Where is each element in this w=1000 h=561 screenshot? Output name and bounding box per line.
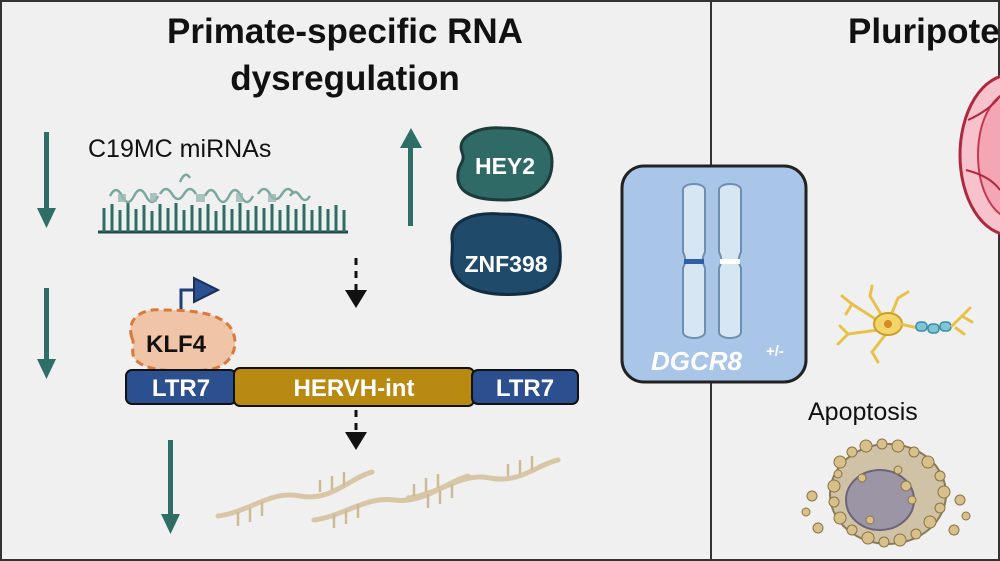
- chromosome-icon: [682, 183, 742, 339]
- teal-down-arrow-icon: [37, 288, 56, 379]
- teal-down-arrow-icon: [161, 440, 180, 534]
- klf4-protein-icon: KLF4: [129, 308, 237, 373]
- ltr7-right-box: LTR7: [471, 369, 579, 405]
- ltr7-right-label: LTR7: [496, 375, 554, 402]
- klf4-label: KLF4: [146, 331, 207, 358]
- teal-down-arrow-icon: [37, 132, 56, 228]
- hervh-int-box: HERVH-int: [233, 367, 475, 407]
- hervh-int-label: HERVH-int: [294, 375, 415, 402]
- znf398-label: ZNF398: [464, 251, 547, 277]
- dashed-down-arrow-icon: [345, 258, 367, 308]
- right-title: Pluripote: [848, 12, 1000, 51]
- neuron-icon: [836, 284, 974, 364]
- ltr7-left-box: LTR7: [125, 369, 237, 405]
- apoptosis-label: Apoptosis: [808, 398, 918, 426]
- rna-strand-icon: [236, 456, 534, 528]
- znf398-protein-icon: ZNF398: [450, 212, 562, 296]
- mirna-cluster-icon: [98, 173, 348, 234]
- teal-up-arrow-icon: [400, 128, 422, 226]
- hey2-protein-icon: HEY2: [456, 126, 554, 202]
- rna-strand-icon: [215, 457, 561, 523]
- ltr7-left-label: LTR7: [152, 375, 210, 402]
- apoptotic-cell-icon: [801, 438, 971, 548]
- dgcr8-gene-label: DGCR8: [651, 346, 743, 376]
- left-title-line1: Primate-specific RNA: [167, 12, 523, 51]
- dashed-down-arrow-icon: [345, 410, 367, 450]
- dgcr8-chromosome-panel: DGCR8 +/-: [620, 164, 808, 384]
- dgcr8-genotype-label: +/-: [766, 343, 784, 360]
- pink-cell-icon: [958, 75, 1000, 235]
- hey2-label: HEY2: [475, 153, 535, 179]
- mirna-label: C19MC miRNAs: [88, 135, 271, 163]
- left-title-line2: dysregulation: [230, 59, 459, 98]
